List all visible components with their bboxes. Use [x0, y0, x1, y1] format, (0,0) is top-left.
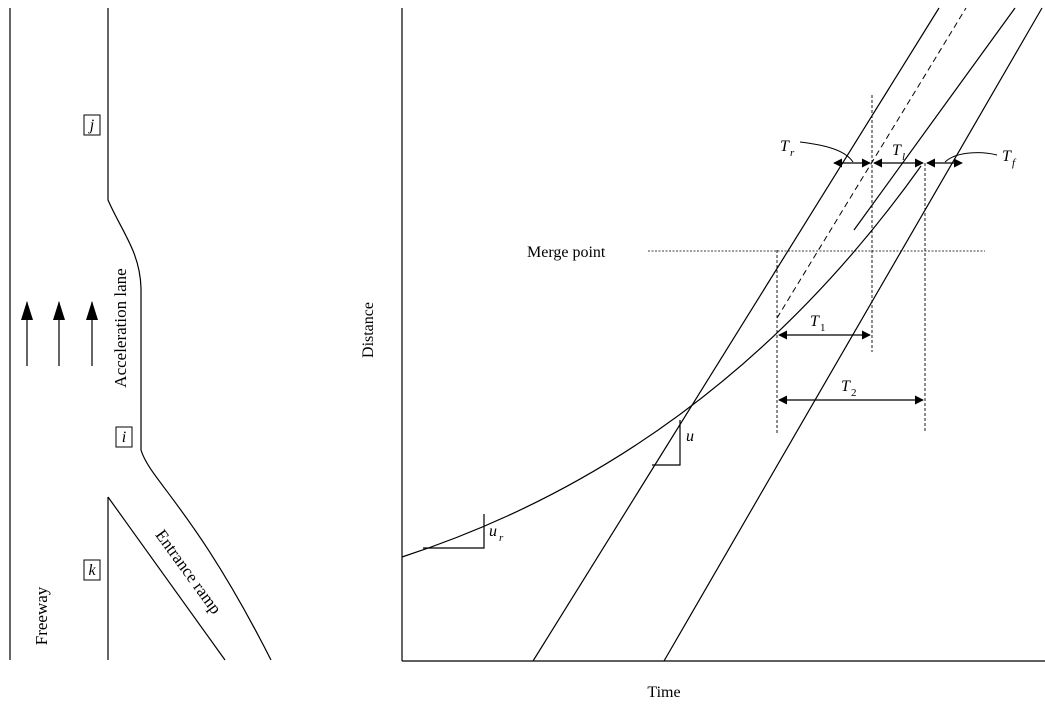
traffic-direction-arrows — [21, 301, 98, 366]
gap-Tr-label: T — [780, 138, 790, 155]
gap-T2-label: T — [841, 378, 851, 395]
ramp-inner-edge — [107, 496, 226, 661]
gap-Tr-leader — [799, 141, 854, 163]
detector-j: j — [83, 114, 101, 136]
freeway-label: Freeway — [32, 586, 51, 645]
lead-vehicle-trajectory — [532, 7, 940, 662]
up-arrow-icon — [53, 301, 65, 320]
speed-u-slope-marker — [652, 420, 681, 466]
gap-Tr-subscript: r — [790, 147, 795, 159]
ramp-vehicle-trajectory — [401, 165, 922, 558]
gap-T1-label: T — [810, 313, 820, 330]
y-axis-label: Distance — [360, 302, 377, 358]
gap-T2-subscript: 2 — [851, 387, 857, 399]
gap-Tf-leader — [944, 152, 998, 163]
gap-Tf-subscript: f — [1012, 157, 1017, 169]
detector-i-label: i — [122, 429, 126, 446]
up-arrow-icon — [86, 301, 98, 320]
gap-T1-subscript: 1 — [820, 322, 826, 334]
merging-projected-trajectory — [776, 7, 967, 319]
gap-Tl-subscript: l — [902, 151, 905, 163]
detector-j-label: j — [88, 117, 95, 134]
time-distance-plot: Time Distance Merge point u u r T 1 T 2 — [360, 7, 1045, 701]
acceleration-lane-edge — [107, 8, 272, 661]
speed-ur-slope-marker — [423, 514, 485, 549]
entrance-ramp-label: Entrance ramp — [151, 526, 225, 618]
gap-Tf-label: T — [1002, 148, 1012, 165]
middle-vehicle-trajectory — [853, 7, 1016, 231]
detector-i: i — [115, 426, 133, 448]
acceleration-lane-label: Acceleration lane — [111, 268, 130, 387]
detector-k-label: k — [88, 562, 96, 579]
speed-u-label: u — [686, 428, 694, 445]
merge-point-label: Merge point — [527, 244, 606, 261]
road-schematic: j i k Freeway Acceleration lane Entrance… — [9, 8, 272, 661]
speed-ur-label: u — [489, 523, 497, 540]
up-arrow-icon — [21, 301, 33, 320]
speed-ur-subscript: r — [499, 532, 504, 544]
detector-k: k — [83, 559, 101, 581]
gap-Tl-label: T — [892, 142, 902, 159]
x-axis-label: Time — [647, 684, 680, 701]
